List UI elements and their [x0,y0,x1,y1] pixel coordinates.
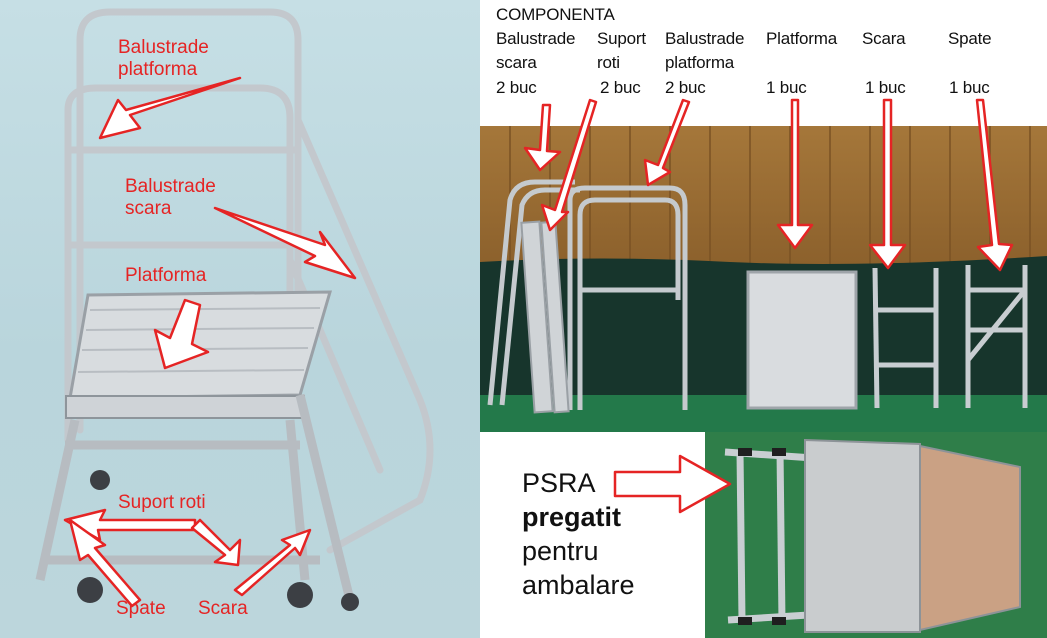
components-drawing [480,98,1047,432]
label-platforma: Platforma [125,265,207,286]
packed-label-line4: ambalare [522,570,635,600]
component-name-spate: Spate [948,29,992,48]
assembled-ladder-drawing [35,8,434,611]
component-name-balustrade-scara: Balustrade scara [496,29,576,72]
component-qty-scara: 1 buc [865,78,906,97]
components-title: COMPONENTA [496,5,615,24]
label-spate: Spate [116,598,166,619]
component-qty-suport-roti: 2 buc [600,78,641,97]
packed-label-line3: pentru [522,536,599,566]
packed-photo: PSRA pregatit pentru ambalare [480,432,1047,638]
packed-label-line2: pregatit [522,502,622,532]
component-qty-platforma: 1 buc [766,78,807,97]
packed-drawing [613,432,1047,638]
component-qty-spate: 1 buc [949,78,990,97]
component-name-platforma: Platforma [766,29,837,48]
assembled-ladder-photo: Balustrade platforma Balustrade scara Pl… [0,0,480,638]
packed-label-line1: PSRA [522,468,596,498]
component-name-scara: Scara [862,29,906,48]
components-photo: COMPONENTA Balustrade scara 2 buc Suport… [480,0,1047,432]
label-scara: Scara [198,598,248,619]
label-suport-roti: Suport roti [118,492,206,513]
component-name-suport-roti: Suport roti [597,29,646,72]
label-balustrade-scara: Balustrade scara [125,176,216,219]
component-qty-balustrade-platforma: 2 buc [665,78,706,97]
component-name-balustrade-platforma: Balustrade platforma [665,29,745,72]
component-qty-balustrade-scara: 2 buc [496,78,537,97]
label-balustrade-platforma: Balustrade platforma [118,37,209,80]
